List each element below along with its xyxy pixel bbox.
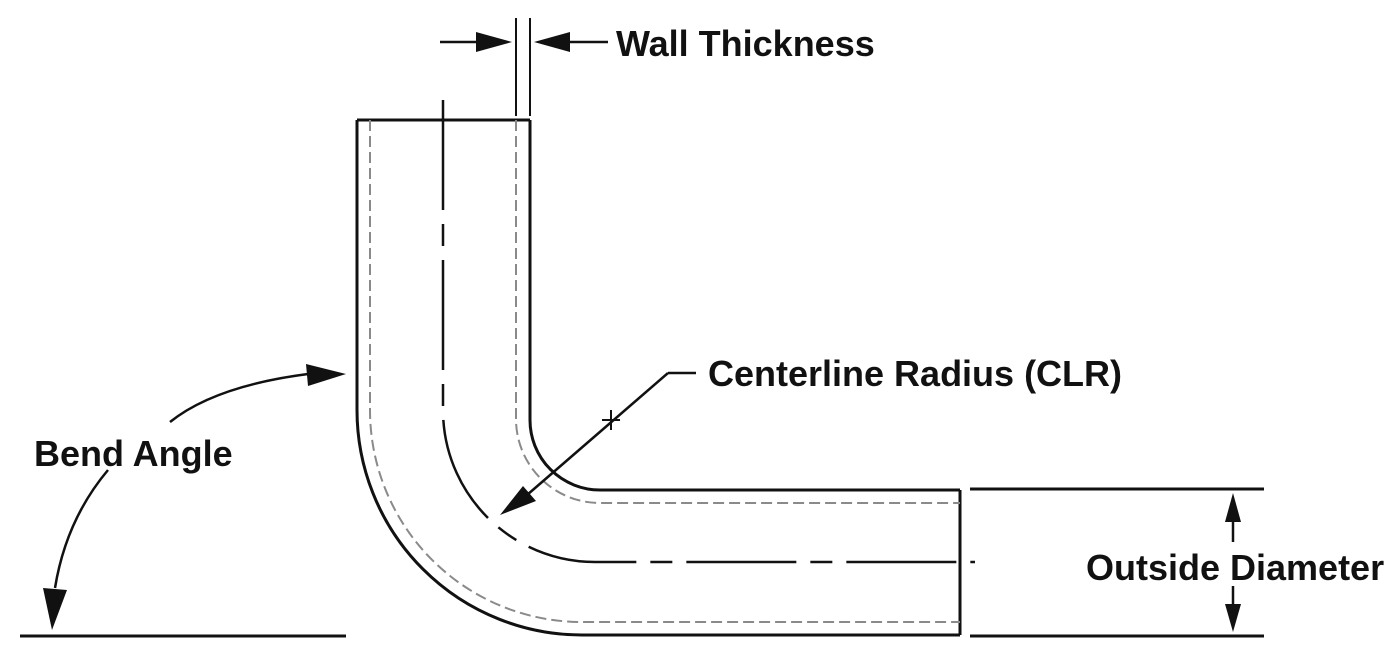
outside-diameter-dimension: Outside Diameter bbox=[970, 487, 1384, 638]
clr-leader-diagonal bbox=[526, 372, 669, 496]
wall-arrow-right-head bbox=[534, 32, 570, 52]
centerline-radius-label: Centerline Radius (CLR) bbox=[708, 353, 1122, 394]
wall-thickness-dimension: Wall Thickness bbox=[440, 18, 875, 116]
clr-arrow-head bbox=[500, 486, 536, 515]
bend-angle-callout: Bend Angle bbox=[20, 364, 346, 638]
od-arrow-bottom-head bbox=[1225, 604, 1241, 632]
tube-inner-wall bbox=[528, 120, 960, 492]
bend-angle-arrow-upper bbox=[306, 364, 346, 386]
outside-diameter-label: Outside Diameter bbox=[1086, 547, 1384, 588]
bend-angle-arrow-lower bbox=[43, 588, 67, 630]
wall-arrow-left-head bbox=[476, 32, 512, 52]
wall-thickness-label: Wall Thickness bbox=[616, 23, 875, 64]
tube-centerline bbox=[441, 100, 975, 564]
od-arrow-top-head bbox=[1225, 493, 1241, 522]
bend-angle-arc-upper bbox=[169, 372, 309, 423]
wall-thickness-lines bbox=[369, 120, 960, 623]
bend-angle-label: Bend Angle bbox=[34, 433, 233, 474]
tube-outer-wall bbox=[355, 120, 960, 637]
bend-angle-arc-lower bbox=[53, 469, 109, 589]
inner-bore-outer bbox=[369, 120, 960, 623]
inner-bore-inner bbox=[515, 120, 960, 504]
centerline-radius-callout: Centerline Radius (CLR) bbox=[500, 353, 1122, 515]
